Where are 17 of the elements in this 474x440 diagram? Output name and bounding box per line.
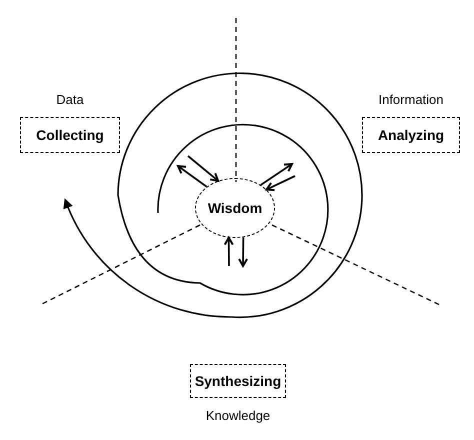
node-label: Wisdom	[208, 200, 262, 216]
arrow	[238, 237, 248, 267]
node-label: Collecting	[36, 127, 104, 143]
process-box	[20, 117, 120, 153]
process-box	[362, 117, 460, 153]
arrow	[187, 155, 220, 182]
caption-text: Data	[56, 92, 84, 107]
caption-text: Knowledge	[206, 408, 270, 423]
node-label: Synthesizing	[194, 373, 282, 389]
dashed-ellipse	[195, 178, 275, 238]
arrow	[224, 236, 234, 266]
node-label: Analyzing	[378, 127, 444, 143]
arrow	[177, 165, 208, 188]
arrow	[260, 163, 293, 186]
caption-text: Information	[378, 92, 444, 107]
arrow	[266, 175, 296, 192]
process-box	[190, 364, 286, 398]
